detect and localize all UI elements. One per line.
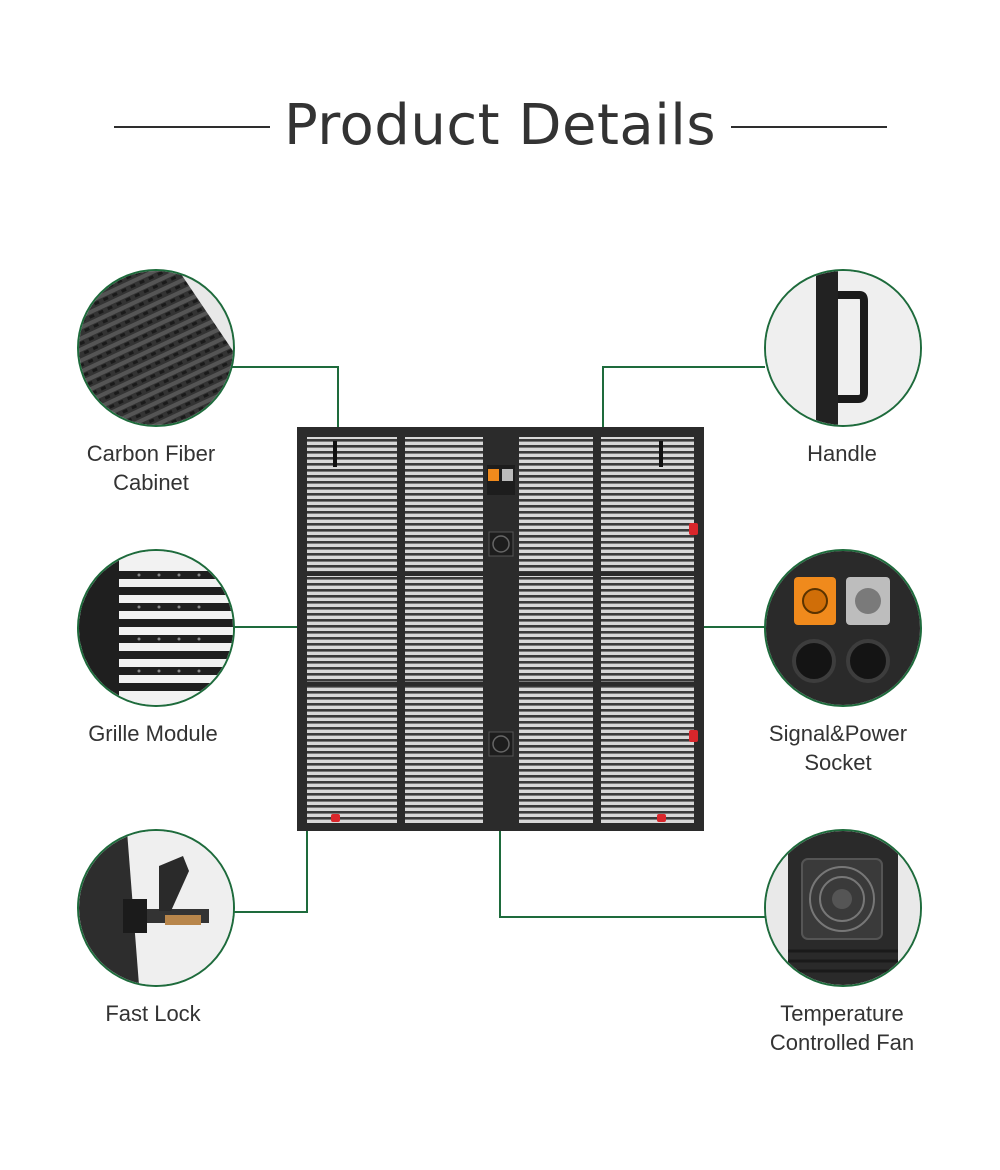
- grille-module-closeup: [77, 549, 235, 707]
- fast-lock-closeup: [77, 829, 235, 987]
- cabinet-drawing: [297, 427, 704, 831]
- connector-fast-lock: [232, 828, 308, 913]
- handle-icon: [766, 271, 920, 425]
- fan-icon: [766, 831, 920, 985]
- grille-module-label: Grille Module: [88, 721, 218, 746]
- title-right-rule: [731, 126, 887, 128]
- socket-label: Signal&Power Socket: [768, 721, 908, 775]
- page-title: Product Details: [283, 93, 717, 158]
- led-cabinet-image: [297, 427, 704, 831]
- handle-closeup: [764, 269, 922, 427]
- fast-lock-label: Fast Lock: [105, 1001, 201, 1026]
- fast-lock-icon: [79, 831, 233, 985]
- socket-icon: [766, 551, 920, 705]
- title-row: Product Details: [0, 88, 1000, 168]
- carbon-fiber-label: Carbon Fiber Cabinet: [86, 441, 216, 495]
- fan-label: Temperature Controlled Fan: [769, 1001, 915, 1055]
- socket-closeup: [764, 549, 922, 707]
- carbon-fiber-closeup: [77, 269, 235, 427]
- handle-label: Handle: [807, 441, 877, 466]
- carbon-fiber-icon: [79, 271, 233, 425]
- grille-module-icon: [79, 551, 233, 705]
- title-left-rule: [114, 126, 270, 128]
- fan-closeup: [764, 829, 922, 987]
